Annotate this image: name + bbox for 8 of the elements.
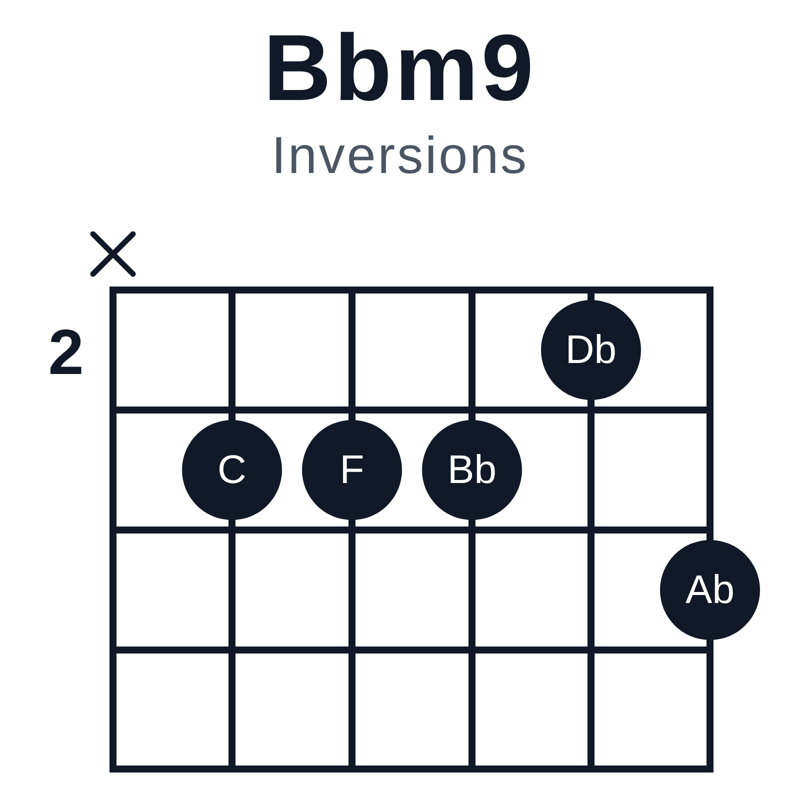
- chord-title: Bbm9: [263, 21, 537, 115]
- finger-dot: F: [302, 420, 402, 520]
- fret-number: 2: [48, 320, 84, 384]
- finger-dot: C: [182, 420, 282, 520]
- finger-dot: Ab: [660, 540, 760, 640]
- subtitle: Inversions: [272, 130, 528, 182]
- finger-dot: Bb: [422, 420, 522, 520]
- finger-dot: Db: [541, 300, 641, 400]
